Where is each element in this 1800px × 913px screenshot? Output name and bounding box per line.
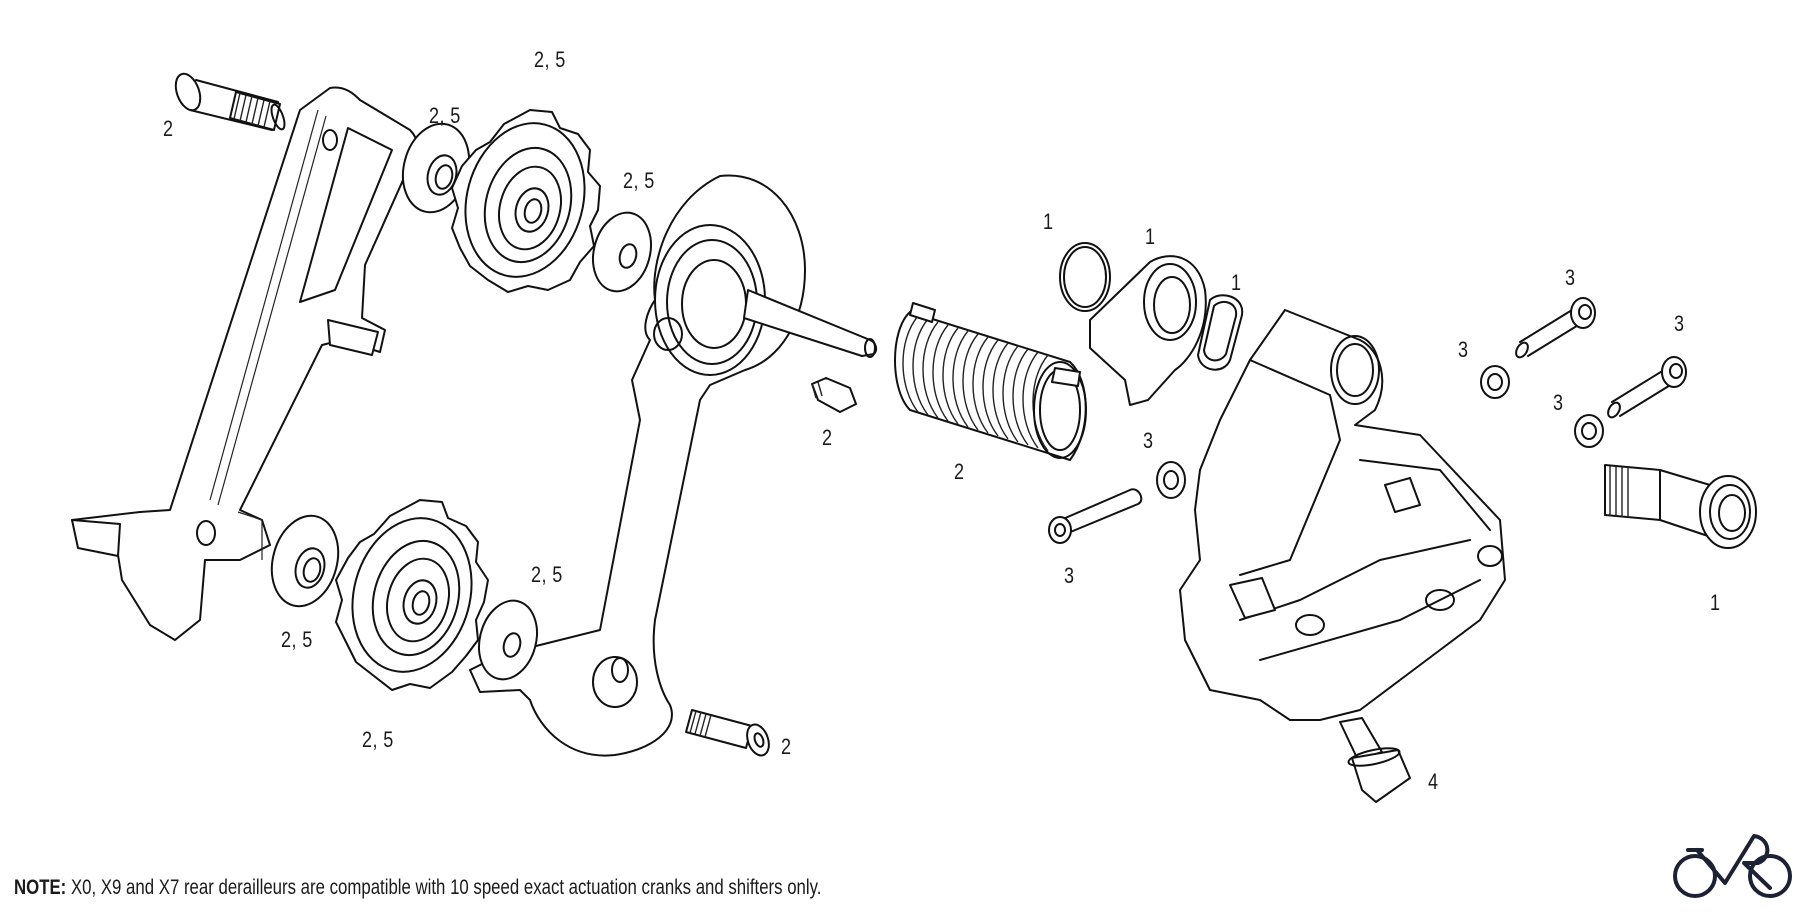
- upper-pulley: [451, 109, 601, 293]
- callout-lower-pulley: 2, 5: [362, 727, 394, 752]
- callout-limit-screw: 2: [822, 425, 833, 450]
- compatibility-note: NOTE: X0, X9 and X7 rear derailleurs are…: [14, 876, 821, 900]
- b-tension-plate: [1089, 255, 1207, 406]
- bolt-bottom: [685, 709, 770, 757]
- o-ring: [1197, 294, 1244, 371]
- callout-body-bolt-center-washer: 3: [1143, 428, 1154, 453]
- callout-mount-bolt: 1: [1710, 590, 1721, 615]
- lower-pulley-washer-right: [478, 599, 538, 681]
- bicycle-logo-icon: [1673, 834, 1792, 898]
- note-text: X0, X9 and X7 rear derailleurs are compa…: [70, 876, 822, 899]
- callout-upper-pulley-washer-right: 2, 5: [623, 168, 655, 193]
- callout-right-washer-lower: 3: [1553, 390, 1564, 415]
- lower-pulley: [335, 499, 489, 691]
- derailleur-body: [1179, 309, 1506, 721]
- lower-pulley-washer-left: [270, 514, 340, 608]
- right-washer-lower: [1574, 414, 1604, 448]
- callout-body-bolt-center: 3: [1064, 563, 1075, 588]
- callout-lower-pulley-washer-left: 2, 5: [281, 627, 313, 652]
- spring: [894, 302, 1087, 461]
- right-bolt-lower: [1607, 356, 1687, 419]
- callout-upper-pulley: 2, 5: [534, 47, 566, 72]
- callout-right-bolt-upper: 3: [1565, 265, 1576, 290]
- callout-right-bolt-lower: 3: [1674, 311, 1685, 336]
- inner-cage-plate: [469, 174, 878, 757]
- mount-bolt: [1604, 464, 1757, 549]
- body-bolt-center-washer: [1156, 461, 1186, 499]
- callout-b-tension-plate: 1: [1145, 224, 1156, 249]
- limit-screw: [811, 377, 857, 413]
- callout-o-ring: 1: [1231, 270, 1242, 295]
- callout-bolt-top-left: 2: [163, 116, 174, 141]
- outer-cage-plate: [71, 86, 418, 641]
- body-bolt-center: [1048, 488, 1143, 544]
- note-label: NOTE:: [14, 876, 67, 899]
- snap-ring: [1059, 242, 1111, 312]
- right-washer-upper: [1480, 365, 1510, 399]
- callout-bolt-bottom: 2: [781, 734, 792, 759]
- callout-snap-ring: 1: [1043, 209, 1054, 234]
- callout-upper-pulley-washer-left: 2, 5: [429, 103, 461, 128]
- callout-right-washer-upper: 3: [1458, 337, 1469, 362]
- bolt-top-left: [174, 72, 286, 131]
- cable-bolt: [1339, 717, 1411, 803]
- right-bolt-upper: [1515, 297, 1596, 359]
- callout-spring: 2: [954, 459, 965, 484]
- upper-pulley-washer-right: [592, 211, 652, 293]
- callout-lower-pulley-washer-right: 2, 5: [531, 562, 563, 587]
- callout-cable-bolt: 4: [1428, 769, 1439, 794]
